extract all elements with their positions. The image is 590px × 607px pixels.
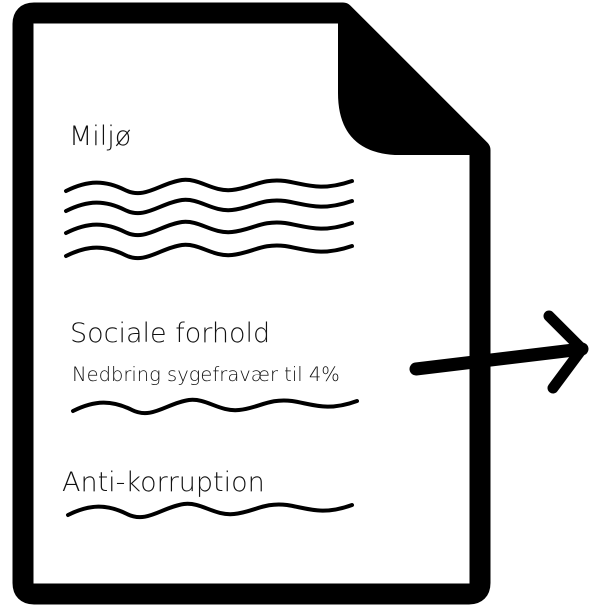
arrow-right-icon [409, 310, 589, 394]
text-scribble-line [71, 397, 359, 416]
section-heading-sociale-forhold: Sociale forhold [70, 318, 270, 349]
folded-corner-icon [338, 8, 485, 155]
document-icon [12, 2, 491, 605]
text-scribble-line [64, 197, 354, 216]
text-scribble-line [64, 242, 354, 261]
section-heading-miljo: Miljø [69, 121, 131, 152]
text-scribble-block [64, 177, 354, 261]
section-heading-anti-korruption: Anti-korruption [62, 467, 265, 498]
section-subheading-sygefravaer: Nedbring sygefravær til 4% [72, 363, 340, 386]
text-scribble-line [64, 219, 354, 238]
text-scribble-line [64, 177, 354, 196]
text-scribble-line [66, 501, 354, 520]
